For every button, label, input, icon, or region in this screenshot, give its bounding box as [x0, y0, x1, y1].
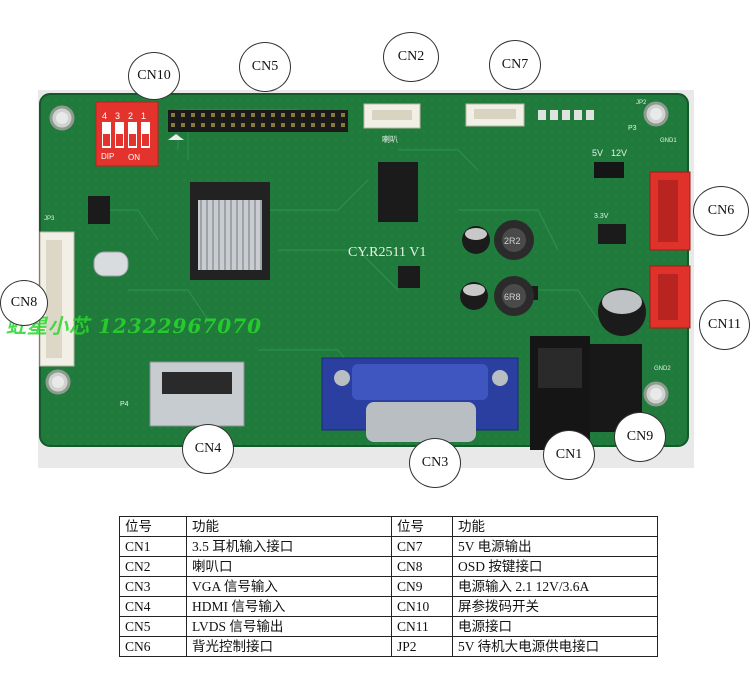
callout-cn4: CN4: [182, 424, 234, 474]
table-header-row: 位号功能位号功能: [119, 516, 658, 537]
cell-ref: CN8: [391, 556, 453, 577]
cell-ref: CN3: [119, 576, 187, 597]
silk-p4: P4: [120, 401, 129, 408]
callout-cn7: CN7: [489, 40, 541, 90]
header-function: 功能: [186, 516, 392, 537]
cell-ref: CN11: [391, 616, 453, 637]
dip-number-3: 3: [115, 111, 120, 121]
watermark-text: 虹星小芯 12322967070: [6, 314, 263, 338]
cell-ref: CN6: [119, 636, 187, 657]
silk-5v: 5V: [592, 148, 603, 158]
cell-function: 电源输入 2.1 12V/3.6A: [452, 576, 658, 597]
board-model: CY.R2511 V1: [348, 245, 426, 260]
cell-ref: CN1: [119, 536, 187, 557]
cell-ref: CN10: [391, 596, 453, 617]
cell-ref: CN7: [391, 536, 453, 557]
header-ref: 位号: [119, 516, 187, 537]
callout-cn1: CN1: [543, 430, 595, 480]
cell-function: LVDS 信号输出: [186, 616, 392, 637]
silk-p3: P3: [628, 125, 637, 132]
cell-ref: CN4: [119, 596, 187, 617]
dip-number-4: 4: [102, 111, 107, 121]
cell-function: OSD 按键接口: [452, 556, 658, 577]
cell-ref: CN2: [119, 556, 187, 577]
silk-jp2: JP2: [636, 100, 647, 106]
dip-label: DIP: [101, 152, 114, 161]
header-function: 功能: [452, 516, 658, 537]
callout-cn6: CN6: [693, 186, 749, 236]
silk-3v3: 3.3V: [594, 213, 609, 220]
dip-number-2: 2: [128, 111, 133, 121]
callout-cn5: CN5: [239, 42, 291, 92]
silk-gnd1: GND1: [660, 138, 677, 144]
board-photo: 4 3 2 1 DIP ON CY.R2511 V1 GND1 GND2 P3 …: [38, 90, 694, 468]
callout-cn2: CN2: [383, 32, 439, 82]
silk-jp3: JP3: [44, 216, 55, 222]
cell-function: HDMI 信号输入: [186, 596, 392, 617]
dip-on-label: ON: [128, 153, 140, 162]
cell-function: 电源接口: [452, 616, 658, 637]
callout-cn3: CN3: [409, 438, 461, 488]
silk-6r8: 6R8: [504, 292, 521, 302]
cell-function: VGA 信号输入: [186, 576, 392, 597]
callout-cn8: CN8: [0, 280, 48, 326]
silk-gnd2: GND2: [654, 366, 671, 372]
silk-12v: 12V: [611, 148, 627, 158]
cell-function: 3.5 耳机输入接口: [186, 536, 392, 557]
cell-function: 背光控制接口: [186, 636, 392, 657]
header-ref: 位号: [391, 516, 453, 537]
cell-ref: JP2: [391, 636, 453, 657]
silk-speaker: 喇叭: [382, 134, 398, 144]
lvds-header: [168, 110, 348, 132]
cell-function: 5V 待机大电源供电接口: [452, 636, 658, 657]
cell-function: 喇叭口: [186, 556, 392, 577]
cell-function: 屏参拨码开关: [452, 596, 658, 617]
callout-cn11: CN11: [699, 300, 750, 350]
heatsink: [198, 200, 262, 270]
callout-cn9: CN9: [614, 412, 666, 462]
cell-function: 5V 电源输出: [452, 536, 658, 557]
silk-2r2: 2R2: [504, 236, 521, 246]
cell-ref: CN5: [119, 616, 187, 637]
callout-cn10: CN10: [128, 52, 180, 100]
dip-number-1: 1: [141, 111, 146, 121]
cell-ref: CN9: [391, 576, 453, 597]
